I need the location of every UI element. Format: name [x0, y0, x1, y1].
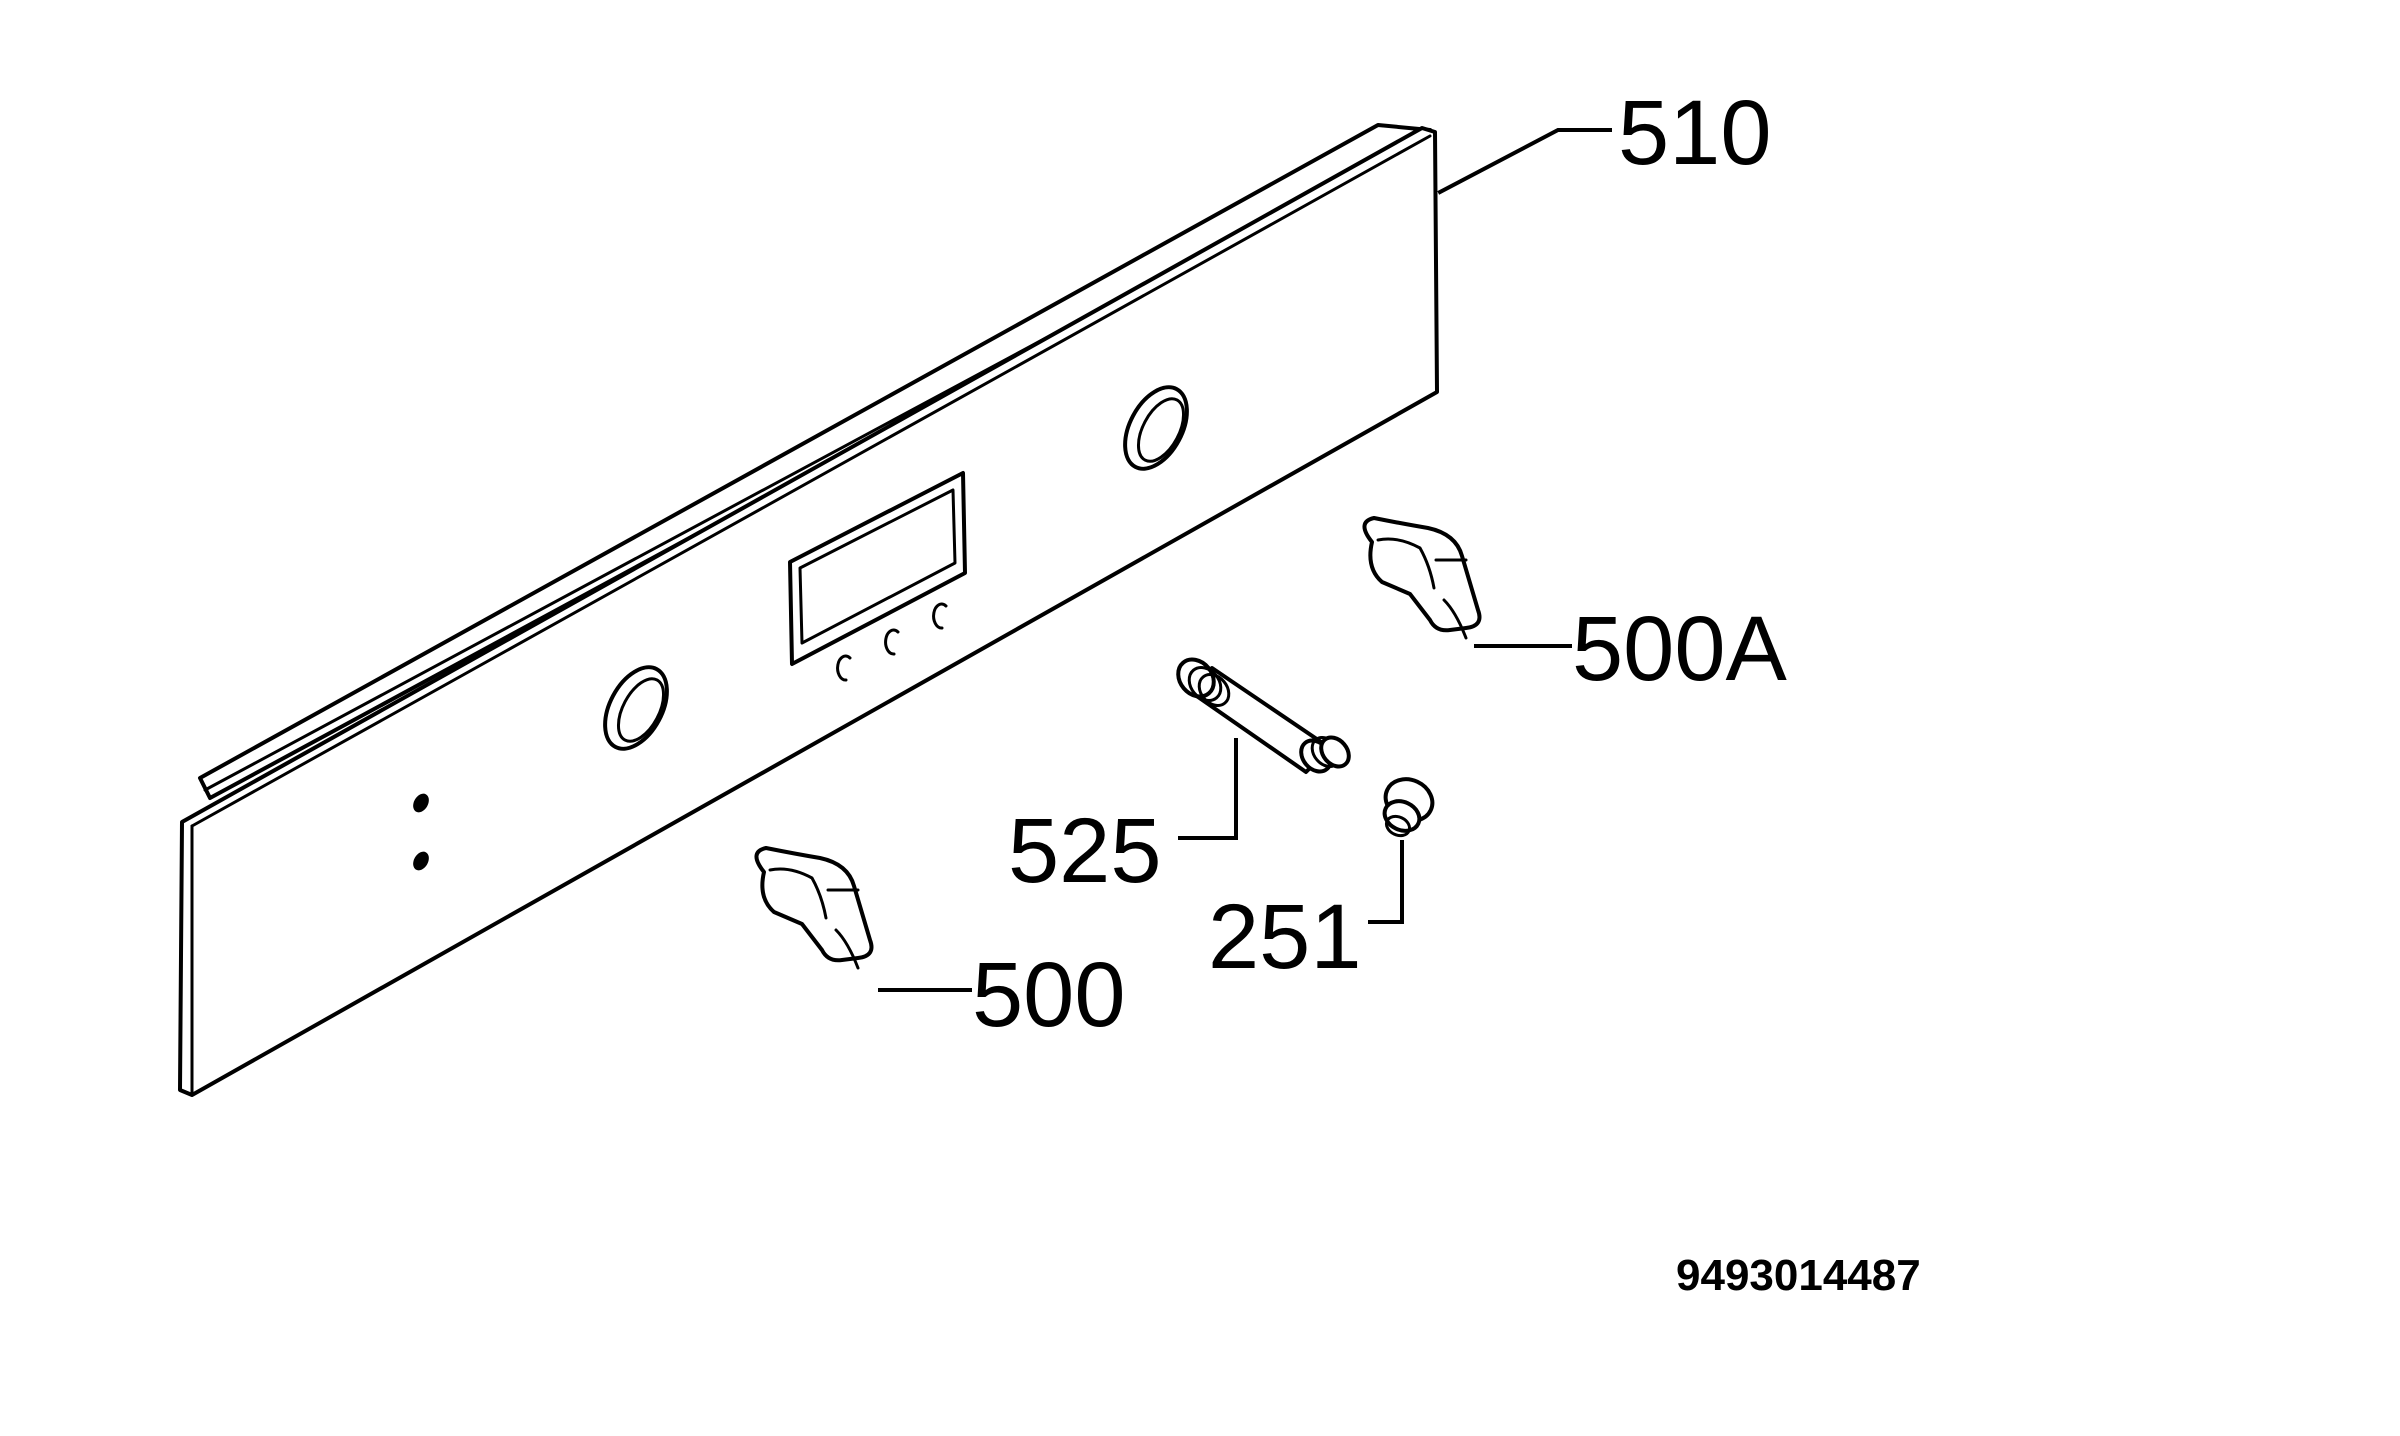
left-knob-opening	[603, 665, 669, 751]
shaft-extension-525	[1176, 657, 1351, 774]
display-window	[788, 471, 967, 666]
left-mark-upper	[413, 793, 429, 813]
callout-500A: 500A	[1572, 598, 1787, 700]
display-buttons	[836, 602, 948, 682]
leader-251	[1368, 840, 1404, 924]
control-panel	[178, 123, 1439, 1097]
document-number: 9493014487	[1676, 1251, 1921, 1300]
callout-251: 251	[1208, 886, 1362, 988]
callout-510: 510	[1618, 82, 1772, 184]
panel-top-edge	[190, 134, 1432, 828]
left-mark-lower	[413, 851, 429, 871]
leader-510	[1437, 128, 1612, 195]
button-cap-251	[1382, 777, 1435, 838]
knob-500A	[1362, 516, 1482, 640]
callout-525: 525	[1008, 800, 1162, 902]
button-hole-2	[884, 628, 900, 656]
right-knob-opening	[1123, 385, 1189, 471]
button-hole-1	[836, 654, 852, 682]
callout-500: 500	[972, 944, 1126, 1046]
knob-500	[754, 846, 874, 970]
button-hole-3	[932, 602, 948, 630]
leader-525	[1178, 738, 1238, 840]
